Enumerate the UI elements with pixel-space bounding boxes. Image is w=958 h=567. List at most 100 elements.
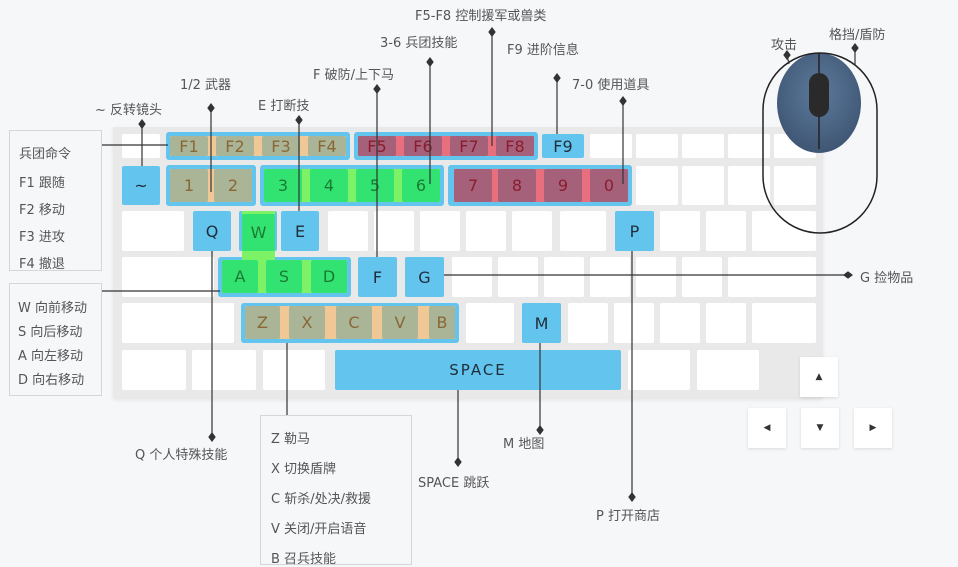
key-f9[interactable]: F9 (542, 134, 584, 158)
blank-key (774, 166, 816, 205)
key-z[interactable]: Z (245, 306, 280, 339)
blank-key (192, 350, 256, 390)
blank-key (263, 350, 325, 390)
key-5[interactable]: 5 (356, 169, 394, 202)
zb-item: C 斩杀/处决/救援 (271, 492, 371, 507)
zb-item: B 召兵技能 (271, 552, 337, 567)
blank-key (544, 257, 584, 297)
key-9[interactable]: 9 (544, 169, 582, 202)
arrow-up-icon: ▲ (815, 372, 823, 382)
key-f1[interactable]: F1 (170, 136, 208, 156)
key-d[interactable]: D (311, 260, 347, 293)
label-f9: F9 进阶信息 (507, 43, 579, 58)
blank-key (122, 211, 184, 251)
key-f7[interactable]: F7 (450, 136, 488, 156)
key-1[interactable]: 1 (170, 169, 208, 202)
blank-key (560, 211, 606, 251)
label-3-6: 3-6 兵团技能 (380, 36, 458, 51)
key-8[interactable]: 8 (498, 169, 536, 202)
key-f3[interactable]: F3 (262, 136, 300, 156)
move-item: A 向左移动 (18, 349, 84, 364)
arrow-right-key[interactable]: ▶ (854, 408, 892, 448)
arrow-left-key[interactable]: ◀ (748, 408, 786, 448)
label-space: SPACE 跳跃 (418, 476, 490, 491)
blank-key (706, 303, 746, 343)
key-c[interactable]: C (336, 306, 372, 339)
key-3[interactable]: 3 (264, 169, 302, 202)
blank-key (420, 211, 460, 251)
key-f[interactable]: F (358, 257, 397, 297)
move-item: S 向后移动 (18, 325, 83, 340)
blank-key (697, 350, 759, 390)
key-a[interactable]: A (222, 260, 258, 293)
zb-item: Z 勒马 (271, 432, 311, 447)
key-q[interactable]: Q (193, 211, 231, 251)
blank-key (122, 257, 214, 297)
key-4[interactable]: 4 (310, 169, 348, 202)
blank-key (568, 303, 608, 343)
legion-box-title: 兵团命令 (19, 147, 72, 162)
key-0[interactable]: 0 (590, 169, 628, 202)
label-m: M 地图 (503, 437, 545, 452)
key-6[interactable]: 6 (402, 169, 440, 202)
key-b[interactable]: B (429, 306, 455, 339)
key-f8[interactable]: F8 (496, 136, 534, 156)
legion-item: F2 移动 (19, 203, 65, 218)
label-q: Q 个人特殊技能 (135, 448, 228, 463)
z-b-box: Z 勒马 X 切换盾牌 C 斩杀/处决/救援 V 关闭/开启语音 B 召兵技能 (260, 415, 412, 567)
label-f: F 破防/上下马 (313, 68, 394, 83)
key-2[interactable]: 2 (214, 169, 252, 202)
key-f6[interactable]: F6 (404, 136, 442, 156)
blank-key (660, 303, 700, 343)
blank-key (628, 350, 690, 390)
legion-item: F4 撤退 (19, 257, 65, 272)
key-s[interactable]: S (266, 260, 302, 293)
label-e: E 打断技 (258, 99, 310, 114)
blank-key (636, 166, 678, 205)
key-f4[interactable]: F4 (308, 136, 346, 156)
key-e[interactable]: E (281, 211, 319, 251)
key-f5[interactable]: F5 (358, 136, 396, 156)
legion-command-box: 兵团命令 F1 跟随 F2 移动 F3 进攻 F4 撤退 (9, 130, 102, 272)
label-1-2: 1/2 武器 (180, 78, 232, 93)
label-7-0: 7-0 使用道具 (572, 78, 650, 93)
blank-key (682, 134, 724, 158)
blank-key (122, 350, 186, 390)
blank-key (512, 211, 552, 251)
blank-key (466, 211, 506, 251)
blank-key (122, 303, 234, 343)
blank-key (590, 257, 630, 297)
key-7[interactable]: 7 (454, 169, 492, 202)
label-p: P 打开商店 (596, 509, 660, 524)
blank-key (590, 134, 632, 158)
key-space[interactable]: SPACE (335, 350, 621, 390)
arrow-up-key[interactable]: ▲ (800, 357, 838, 397)
zb-item: X 切换盾牌 (271, 462, 337, 477)
move-item: W 向前移动 (18, 301, 87, 316)
arrow-left-icon: ◀ (763, 423, 771, 433)
key-p[interactable]: P (615, 211, 654, 251)
mouse-icon (762, 52, 878, 234)
legion-item: F1 跟随 (19, 176, 65, 191)
blank-key (682, 166, 724, 205)
move-item: D 向右移动 (18, 373, 85, 388)
blank-key (452, 257, 492, 297)
blank-key (728, 257, 816, 297)
key-v[interactable]: V (382, 306, 418, 339)
legion-item: F3 进攻 (19, 230, 65, 245)
blank-key (498, 257, 538, 297)
blank-key (466, 303, 514, 343)
key-w[interactable]: W (242, 214, 275, 251)
mouse-wheel[interactable] (809, 73, 829, 117)
key-f2[interactable]: F2 (216, 136, 254, 156)
blank-key (374, 211, 414, 251)
arrow-down-key[interactable]: ▼ (801, 408, 839, 448)
key-x[interactable]: X (289, 306, 325, 339)
key-g[interactable]: G (405, 257, 444, 297)
arrow-down-icon: ▼ (816, 423, 824, 433)
key-tilde[interactable]: ~ (122, 166, 160, 205)
key-m[interactable]: M (522, 303, 561, 343)
blank-key (682, 257, 722, 297)
label-mouse-right: 格挡/盾防 (829, 28, 886, 43)
label-mouse-left: 攻击 (771, 38, 798, 53)
